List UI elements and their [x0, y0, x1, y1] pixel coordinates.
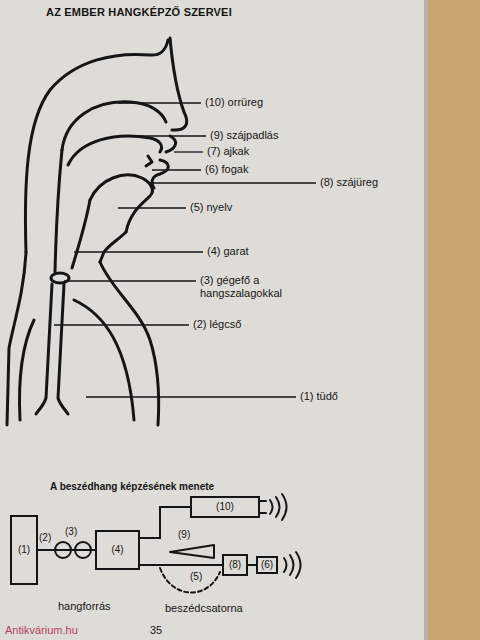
- part-label: (8) szájüreg: [320, 176, 378, 189]
- block-number: (6): [261, 559, 273, 571]
- caption-label: beszédcsatorna: [165, 602, 243, 615]
- part-label: (9) szájpadlás: [210, 129, 278, 142]
- trachea-left: [36, 284, 52, 414]
- leader-line: [174, 151, 203, 152]
- page-number: 35: [150, 624, 162, 637]
- leader-line: [54, 324, 189, 325]
- leader-line: [118, 135, 206, 136]
- leader-line: [150, 182, 316, 183]
- sound-wave: [290, 555, 294, 575]
- leader-line: [86, 396, 296, 397]
- sound-wave: [276, 497, 280, 517]
- block-number: (8): [229, 559, 241, 571]
- tongue: [90, 175, 152, 232]
- book-edge: [428, 0, 480, 640]
- callout-number: (5): [190, 571, 202, 583]
- watermark: Antikvárium.hu: [5, 624, 78, 637]
- palate: [68, 136, 162, 165]
- block-box: (8): [222, 554, 248, 576]
- teeth: [146, 156, 152, 166]
- section-heading: A beszédhang képzésének menete: [50, 480, 214, 493]
- block-box: (1): [10, 515, 38, 585]
- part-label: (2) légcső: [193, 318, 241, 331]
- upper-lip: [166, 136, 176, 152]
- part-label: (5) nyelv: [190, 201, 232, 214]
- palate-wedge: [170, 545, 214, 558]
- block-number: (4): [111, 544, 123, 556]
- callout-number: (3): [65, 526, 77, 538]
- caption-label: hangforrás: [58, 600, 111, 613]
- block-box: (6): [256, 556, 278, 574]
- trachea-right: [58, 284, 68, 414]
- sound-wave: [296, 552, 301, 578]
- part-label: (7) ajkak: [207, 145, 249, 158]
- block-box: (4): [95, 530, 140, 570]
- leader-line: [152, 169, 201, 170]
- pharynx-back-wall: [55, 150, 62, 272]
- part-label: (3) gégefő a hangszalagokkal: [200, 274, 292, 300]
- body-right-outline: [100, 262, 159, 425]
- tongue-dashed: [160, 568, 220, 593]
- head-outline: [25, 40, 168, 252]
- block-number: (10): [216, 501, 234, 513]
- part-label: (4) garat: [207, 245, 249, 258]
- sound-wave: [282, 494, 287, 520]
- sound-wave: [270, 500, 273, 514]
- nasal-outlet: [260, 501, 266, 513]
- pharynx-front-wall: [72, 200, 90, 268]
- speech-channel-pipe: [248, 564, 256, 566]
- leader-line: [74, 251, 203, 252]
- leader-line: [118, 207, 186, 208]
- sound-wave: [284, 558, 287, 572]
- page-title: AZ EMBER HANGKÉPZŐ SZERVEI: [46, 6, 232, 19]
- lung-outline: [74, 300, 134, 420]
- part-label: (10) orrüreg: [205, 96, 263, 109]
- leader-line: [118, 102, 201, 103]
- speech-channel-pipe: [140, 564, 222, 566]
- part-label: (6) fogak: [205, 163, 248, 176]
- throat-outline: [100, 232, 126, 262]
- speech-channel-pipe: [38, 549, 95, 551]
- callout-number: (2): [39, 532, 51, 544]
- leader-line: [64, 280, 196, 281]
- lower-lip: [152, 160, 168, 188]
- body-left-outline: [7, 252, 26, 425]
- block-box: (10): [190, 496, 260, 518]
- part-label: (1) tüdő: [300, 390, 338, 403]
- page-edge-shadow: [424, 0, 428, 640]
- block-number: (1): [18, 544, 30, 556]
- lung-outline: [20, 320, 34, 420]
- nose-outline: [170, 38, 187, 130]
- nasal-floor: [62, 102, 166, 150]
- callout-number: (9): [178, 529, 190, 541]
